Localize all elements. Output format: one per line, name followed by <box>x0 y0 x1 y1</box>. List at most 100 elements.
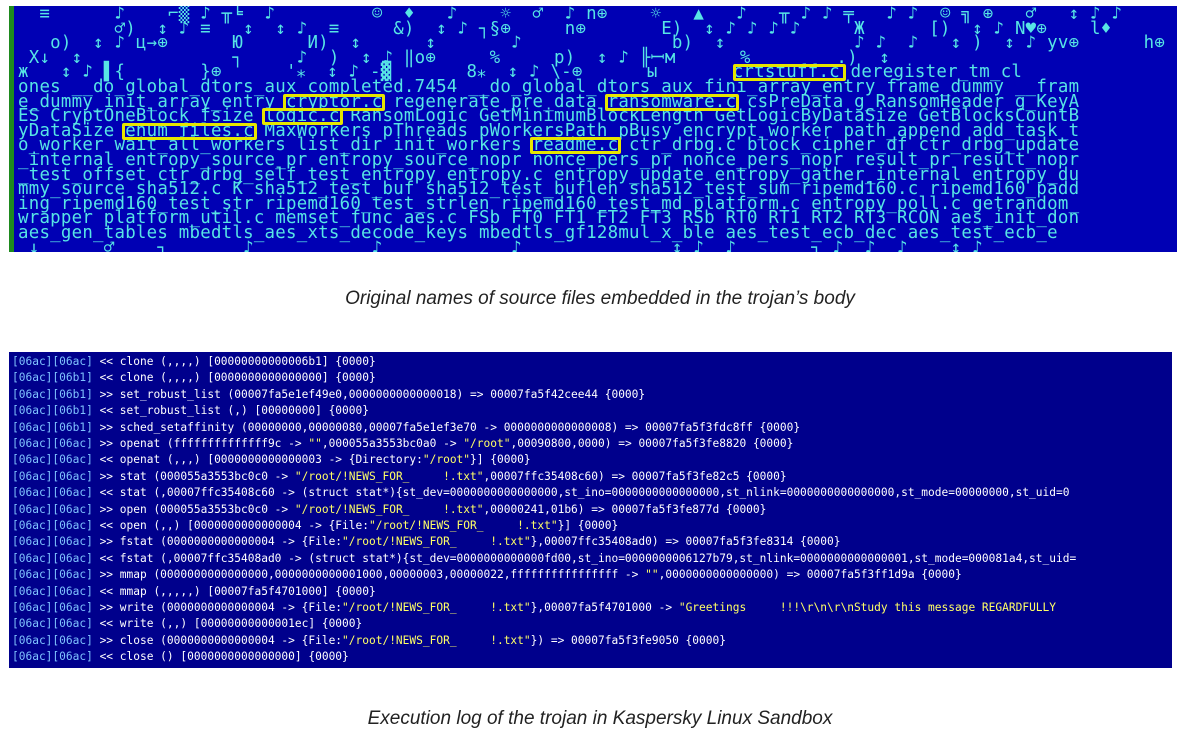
log-text: >> openat (ffffffffffffff9c -> <box>92 437 309 450</box>
log-thread-id: [06ac][06ac] <box>12 453 93 467</box>
dump-line: o) ↕ ♪ ц→⊕ Ю И) ↕ ↕ ♪ b) ↕ ♪ ♪ ♪ ↕ ) ↕ ♪… <box>18 33 1166 54</box>
dump-line: ж ↕ ♪ ▌{ }⊕ '⁎ ↕ ♪ -▓ 8⁎ ↕ ♪ \-⊕ ы crtst… <box>18 62 1023 83</box>
log-thread-id: [06ac][06ac] <box>12 584 93 598</box>
dump-line: aes_gen_tables mbedtls_aes_xts_decode_ke… <box>18 223 1058 243</box>
log-string: "/root/!NEWS_FOR_ !.txt" <box>342 633 531 647</box>
log-text: << mmap (,,,,,) [00007fa5f4701000] {0000… <box>92 584 376 598</box>
dump-line: mmy_source sha512.c K sha512_test_buf sh… <box>18 179 1080 200</box>
log-thread-id: [06ac][06b1] <box>12 371 93 385</box>
log-line: [06ac][06ac] << fstat (,00007ffc35408ad0… <box>12 551 1076 567</box>
dump-line: e_dummy_init_array_entry cryptor.c regen… <box>18 91 1080 112</box>
log-thread-id: [06ac][06ac] <box>12 486 93 500</box>
log-text: << fstat (,00007ffc35408ad0 -> (struct s… <box>92 551 1077 565</box>
log-thread-id: [06ac][06ac] <box>12 469 93 483</box>
log-line: [06ac][06ac] << openat (,,,) [0000000000… <box>12 452 531 468</box>
log-line: [06ac][06ac] >> write (0000000000000004 … <box>12 600 1056 616</box>
log-text: ,00007ffc35408c60) => 00007fa5f3fe82c5 {… <box>483 469 787 483</box>
log-thread-id: [06ac][06ac] <box>12 502 93 516</box>
log-line: [06ac][06ac] >> mmap (0000000000000000,0… <box>12 567 962 583</box>
dump-line: ones __do_global_dtors_aux_completed.745… <box>18 77 1080 97</box>
caption-execution-log: Execution log of the trojan in Kaspersky… <box>367 708 833 729</box>
log-string: "Greetings !!!\r\n\r\nStudy this message… <box>678 601 1057 614</box>
log-line: [06ac][06ac] << write (,,) [000000000000… <box>12 616 362 632</box>
log-line: [06ac][06ac] << close () [00000000000000… <box>12 649 349 665</box>
log-string: "/root/!NEWS_FOR_ !.txt" <box>368 519 558 532</box>
log-text: << close () [0000000000000000] {0000} <box>92 650 349 664</box>
log-text: >> set_robust_list (00007fa5e1ef49e0,000… <box>92 387 646 401</box>
log-text: >> stat (000055a3553bc0c0 -> <box>92 469 295 483</box>
log-string: "/root/!NEWS_FOR_ !.txt" <box>294 502 484 516</box>
log-text: << stat (,00007ffc35408c60 -> (struct st… <box>92 486 1070 500</box>
sandbox-execution-log-panel: [06ac][06ac] << clone (,,,,) [0000000000… <box>9 352 1172 668</box>
log-line: [06ac][06ac] << clone (,,,,) [0000000000… <box>12 354 376 370</box>
log-text: << clone (,,,,) [00000000000006b1] {0000… <box>92 355 376 368</box>
log-thread-id: [06ac][06ac] <box>12 568 93 582</box>
dump-line: X↓ ↕ ┐ ♪ ) ↕ ♪ ‖o⊕ % p) ↕ ♪ ╟ꟷм % .) ↕ <box>18 47 891 68</box>
source-file-highlight <box>122 122 257 140</box>
dump-line: ing ripemd160_test_str ripemd160_test_st… <box>18 193 1080 214</box>
log-line: [06ac][06b1] << set_robust_list (,) [000… <box>12 403 369 419</box>
log-thread-id: [06ac][06ac] <box>12 617 93 631</box>
log-text: }) => 00007fa5f3fe9050 {0000} <box>530 633 726 647</box>
log-string: "/root/!NEWS_FOR_ !.txt" <box>342 535 531 549</box>
log-line: [06ac][06ac] >> close (0000000000000004 … <box>12 633 726 649</box>
log-string: "/root/!NEWS_FOR_ !.txt" <box>342 601 531 614</box>
dump-line: yDataSize enum_files.c MaxWorkers pThrea… <box>18 120 1080 141</box>
log-string: "/root/!NEWS_FOR_ !.txt" <box>294 469 484 483</box>
log-text: << write (,,) [00000000000001ec] {0000} <box>92 617 363 631</box>
log-text: ,00090800,0000) => 00007fa5f3fe8820 {000… <box>510 437 794 450</box>
dump-line: o_worker wait_all_workers list_dir init_… <box>18 135 1080 156</box>
source-file-highlight <box>529 137 622 155</box>
dump-line: ♂) ↕ ♪ ≡ ↕ ↕ ♪ ≡ &) ↕ ♪ ┐§⊕ n⊕ E) ↕ ♪ ♪ … <box>18 18 1112 39</box>
log-thread-id: [06ac][06ac] <box>12 355 93 368</box>
log-thread-id: [06ac][06ac] <box>12 535 93 549</box>
log-line: [06ac][06b1] << clone (,,,,) [0000000000… <box>12 370 376 386</box>
log-text: << clone (,,,,) [0000000000000000] {0000… <box>92 371 376 385</box>
log-string: "/root" <box>463 437 511 450</box>
log-thread-id: [06ac][06ac] <box>12 519 93 532</box>
log-text: ,000055a3553bc0a0 -> <box>321 437 464 450</box>
log-text: >> sched_setaffinity (00000000,00000080,… <box>92 420 801 434</box>
log-thread-id: [06ac][06b1] <box>12 404 93 418</box>
log-text: << openat (,,,) [0000000000000003 -> {Di… <box>92 453 423 467</box>
source-file-highlight <box>604 93 740 111</box>
log-thread-id: [06ac][06b1] <box>12 387 93 401</box>
log-text: },00007fa5f4701000 -> <box>530 601 679 614</box>
dump-line: ES CryptOneBlock fsize logic.c RansomLog… <box>18 106 1080 127</box>
log-thread-id: [06ac][06b1] <box>12 420 93 434</box>
log-thread-id: [06ac][06ac] <box>12 551 93 565</box>
log-thread-id: [06ac][06ac] <box>12 633 93 647</box>
source-file-highlight <box>733 64 847 82</box>
log-string: "" <box>308 437 322 450</box>
log-text: }] {0000} <box>470 453 531 467</box>
dump-line: _test_offset ctr_drbg_self_test_entropy … <box>18 164 1080 185</box>
log-text: >> close (0000000000000004 -> {File: <box>92 633 343 647</box>
dump-line: wrapper platform_util.c memset_func aes.… <box>18 208 1080 229</box>
source-names-dump-panel: ≡ ♪ ⌐▒ ♪ ╥╘ ♪ ☺ ♦ ♪ ☼ ♂ ♪ n⊕ ☼ ▲ ♪ ╥ ♪ ♪… <box>9 6 1177 252</box>
log-string: "/root" <box>422 453 471 467</box>
log-line: [06ac][06ac] << stat (,00007ffc35408c60 … <box>12 485 1069 501</box>
log-text: >> write (0000000000000004 -> {File: <box>92 601 343 614</box>
log-line: [06ac][06ac] << mmap (,,,,,) [00007fa5f4… <box>12 584 376 600</box>
log-text: >> open (000055a3553bc0c0 -> <box>92 502 295 516</box>
log-line: [06ac][06b1] >> set_robust_list (00007fa… <box>12 387 645 403</box>
log-thread-id: [06ac][06ac] <box>12 650 93 664</box>
dump-line: ↓ ♂ ┐ ♪ ♪ ♪ ↕ ♪ ♪ ┐ ♪ ♪ ♪ ↕ ♪ <box>18 237 983 252</box>
caption-source-names: Original names of source files embedded … <box>345 288 855 309</box>
log-line: [06ac][06ac] << open (,,) [0000000000000… <box>12 518 618 534</box>
dump-line: ≡ ♪ ⌐▒ ♪ ╥╘ ♪ ☺ ♦ ♪ ☼ ♂ ♪ n⊕ ☼ ▲ ♪ ╥ ♪ ♪… <box>18 6 1123 24</box>
log-text: << open (,,) [0000000000000004 -> {File: <box>92 519 369 532</box>
log-text: >> mmap (0000000000000000,00000000000010… <box>92 568 646 582</box>
log-text: ,0000000000000000) => 00007fa5f3ff1d9a {… <box>658 568 962 582</box>
log-text: << set_robust_list (,) [00000000] {0000} <box>92 404 369 418</box>
log-string: "" <box>645 568 659 582</box>
log-line: [06ac][06ac] >> fstat (0000000000000004 … <box>12 534 840 550</box>
log-line: [06ac][06ac] >> stat (000055a3553bc0c0 -… <box>12 469 787 485</box>
log-thread-id: [06ac][06ac] <box>12 437 93 450</box>
source-file-highlight <box>261 108 343 126</box>
log-text: ,00000241,01b6) => 00007fa5f3fe877d {000… <box>483 502 767 516</box>
log-line: [06ac][06b1] >> sched_setaffinity (00000… <box>12 420 800 436</box>
log-text: >> fstat (0000000000000004 -> {File: <box>92 535 343 549</box>
dump-line: _internal entropy_source_pr entropy_sour… <box>18 150 1080 170</box>
log-line: [06ac][06ac] >> open (000055a3553bc0c0 -… <box>12 502 766 518</box>
